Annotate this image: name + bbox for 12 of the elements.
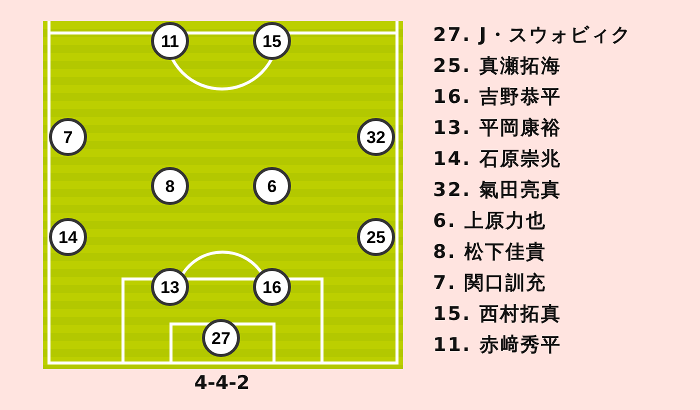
roster-entry: 7. 関口訓充: [433, 272, 547, 294]
roster-entry: 11. 赤﨑秀平: [433, 334, 562, 356]
roster-entry: 8. 松下佳貴: [433, 241, 547, 263]
roster-entry: 6. 上原力也: [433, 210, 547, 232]
roster-entry: 25. 真瀬拓海: [433, 55, 562, 77]
formation-label: 4-4-2: [193, 372, 251, 394]
roster-entry: 15. 西村拓真: [433, 303, 562, 325]
roster-entry: 27. J・スウォビィク: [433, 24, 632, 46]
roster-entry: 16. 吉野恭平: [433, 86, 562, 108]
roster-entry: 13. 平岡康裕: [433, 117, 562, 139]
roster-entry: 14. 石原崇兆: [433, 148, 562, 170]
roster-entry: 32. 氣田亮真: [433, 179, 562, 201]
